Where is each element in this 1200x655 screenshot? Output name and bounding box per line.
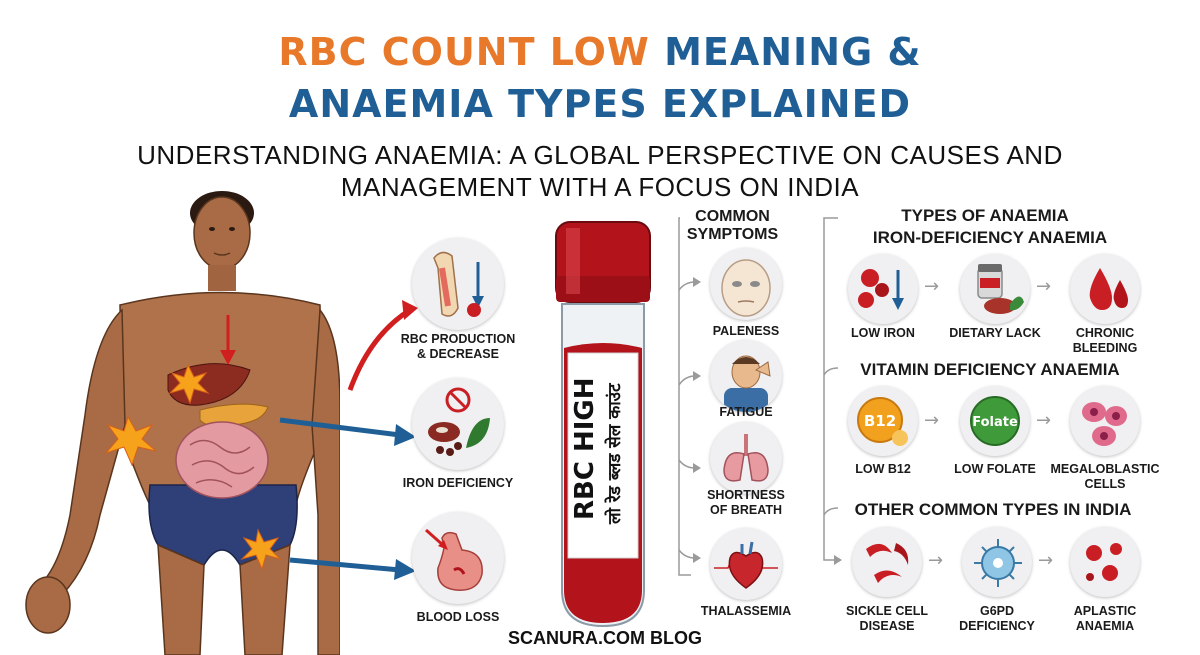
symptoms-heading-line1: COMMON (695, 208, 770, 225)
arrow-icon: → (1038, 550, 1054, 571)
cause-label-iron-deficiency: IRON DEFICIENCY (402, 476, 514, 490)
symptoms-bracket (678, 217, 701, 576)
iron-item-3-label: CHRONIC BLEEDING (1050, 326, 1160, 356)
tube-label-line1: RBC HIGH (570, 377, 600, 520)
folate-icon: Folate (960, 386, 1030, 456)
other-item-2-line2: DEFICIENCY (959, 619, 1035, 633)
arrow-icon: → (1036, 276, 1052, 297)
symptom-label-3-line1: SHORTNESS (707, 488, 785, 502)
megaloblastic-cells-icon (1070, 386, 1140, 456)
symptoms-heading-line2: SYMPTOMS (686, 226, 779, 243)
other-item-3-line1: APLASTIC (1073, 604, 1137, 618)
symptom-label-3-line2: OF BREATH (710, 503, 782, 517)
vitamin-deficiency-heading: VITAMIN DEFICIENCY ANAEMIA (840, 360, 1140, 380)
types-heading: TYPES OF ANAEMIA (850, 206, 1120, 226)
vitamin-item-2-label: LOW FOLATE (935, 462, 1055, 477)
g6pd-cell-icon (962, 527, 1032, 597)
pale-face-icon (710, 248, 782, 320)
iron-item-3-line2: BLEEDING (1072, 341, 1138, 355)
other-item-2-label: G6PD DEFICIENCY (942, 604, 1052, 634)
heart-icon (710, 528, 782, 600)
other-item-3-line2: ANAEMIA (1075, 619, 1135, 633)
title-orange: RBC COUNT LOW (278, 30, 650, 74)
page-title-line2: ANAEMIA TYPES EXPLAINED (288, 82, 912, 126)
symptom-label-4: THALASSEMIA (690, 604, 802, 619)
iron-item-2-label: DIETARY LACK (935, 326, 1055, 341)
folate-icon-text: Folate (972, 415, 1018, 430)
vitamin-item-3-label: MEGALOBLASTIC CELLS (1045, 462, 1165, 492)
cause-arrows (279, 300, 418, 580)
arrow-icon: → (924, 410, 940, 431)
other-item-1-line2: DISEASE (859, 619, 915, 633)
iron-item-2-line1: DIETARY LACK (949, 326, 1041, 340)
tube-label-line2: लो रेड ब्लड सेल काउंट (605, 383, 625, 524)
arrow-icon: → (924, 276, 940, 297)
vitamin-item-1-label: LOW B12 (828, 462, 938, 477)
symptom-label-2: FATIGUE (690, 405, 802, 420)
lungs-icon (710, 422, 782, 494)
b12-icon: B12 (848, 386, 918, 456)
cause-label-blood-loss: BLOOD LOSS (416, 610, 500, 624)
bone-marrow-icon (412, 238, 504, 330)
vitamin-item-3-line1: MEGALOBLASTIC (1050, 462, 1160, 476)
symptom-label-1: PALENESS (690, 324, 802, 339)
title-blue: MEANING & (649, 30, 922, 74)
footer-credit: SCANURA.COM BLOG (508, 628, 702, 648)
rbc-cells-icon (848, 254, 918, 324)
symptom-label-4-line1: THALASSEMIA (700, 604, 792, 618)
symptom-label-2-line1: FATIGUE (719, 405, 773, 419)
aplastic-cells-icon (1070, 527, 1140, 597)
iron-item-3-line1: CHRONIC (1075, 326, 1135, 340)
cause-label-rbc-production-line2: & DECREASE (417, 347, 499, 361)
other-item-1-line1: SICKLE CELL (846, 604, 928, 618)
other-types-heading: OTHER COMMON TYPES IN INDIA (838, 500, 1148, 520)
page-title-line1: RBC COUNT LOW MEANING & (0, 30, 1200, 74)
other-item-2-line1: G6PD (979, 604, 1015, 618)
arrow-icon: → (928, 550, 944, 571)
other-item-1-label: SICKLE CELL DISEASE (832, 604, 942, 634)
blood-test-tube (555, 221, 651, 628)
subtitle-line1: UNDERSTANDING ANAEMIA: A GLOBAL PERSPECT… (137, 140, 1063, 170)
vitamin-item-3-line2: CELLS (1084, 477, 1126, 491)
symptoms-heading: COMMON SYMPTOMS (680, 208, 785, 244)
cause-label-rbc-production: RBC PRODUCTION & DECREASE (392, 332, 524, 362)
tired-person-icon (710, 340, 782, 412)
symptom-label-1-line1: PALENESS (712, 324, 780, 338)
iron-item-1-line1: LOW IRON (851, 326, 915, 340)
stomach-icon (412, 512, 504, 604)
sickle-cells-icon (852, 527, 922, 597)
other-item-3-label: APLASTIC ANAEMIA (1050, 604, 1160, 634)
arrow-icon: → (1036, 410, 1052, 431)
iron-item-1-label: LOW IRON (828, 326, 938, 341)
supplements-icon (960, 254, 1030, 324)
iron-food-icon (412, 378, 504, 470)
cause-label-rbc-production-line1: RBC PRODUCTION (400, 332, 516, 346)
iron-deficiency-heading: IRON-DEFICIENCY ANAEMIA (845, 228, 1135, 248)
vitamin-item-1-line1: LOW B12 (855, 462, 911, 476)
subtitle-line2: MANAGEMENT WITH A FOCUS ON INDIA (340, 172, 860, 202)
vitamin-item-2-line1: LOW FOLATE (954, 462, 1036, 476)
b12-icon-text: B12 (864, 412, 896, 430)
symptom-label-3: SHORTNESS OF BREATH (690, 488, 802, 518)
types-bracket (823, 217, 842, 565)
blood-drops-icon (1070, 254, 1140, 324)
body-illustration (25, 191, 340, 655)
